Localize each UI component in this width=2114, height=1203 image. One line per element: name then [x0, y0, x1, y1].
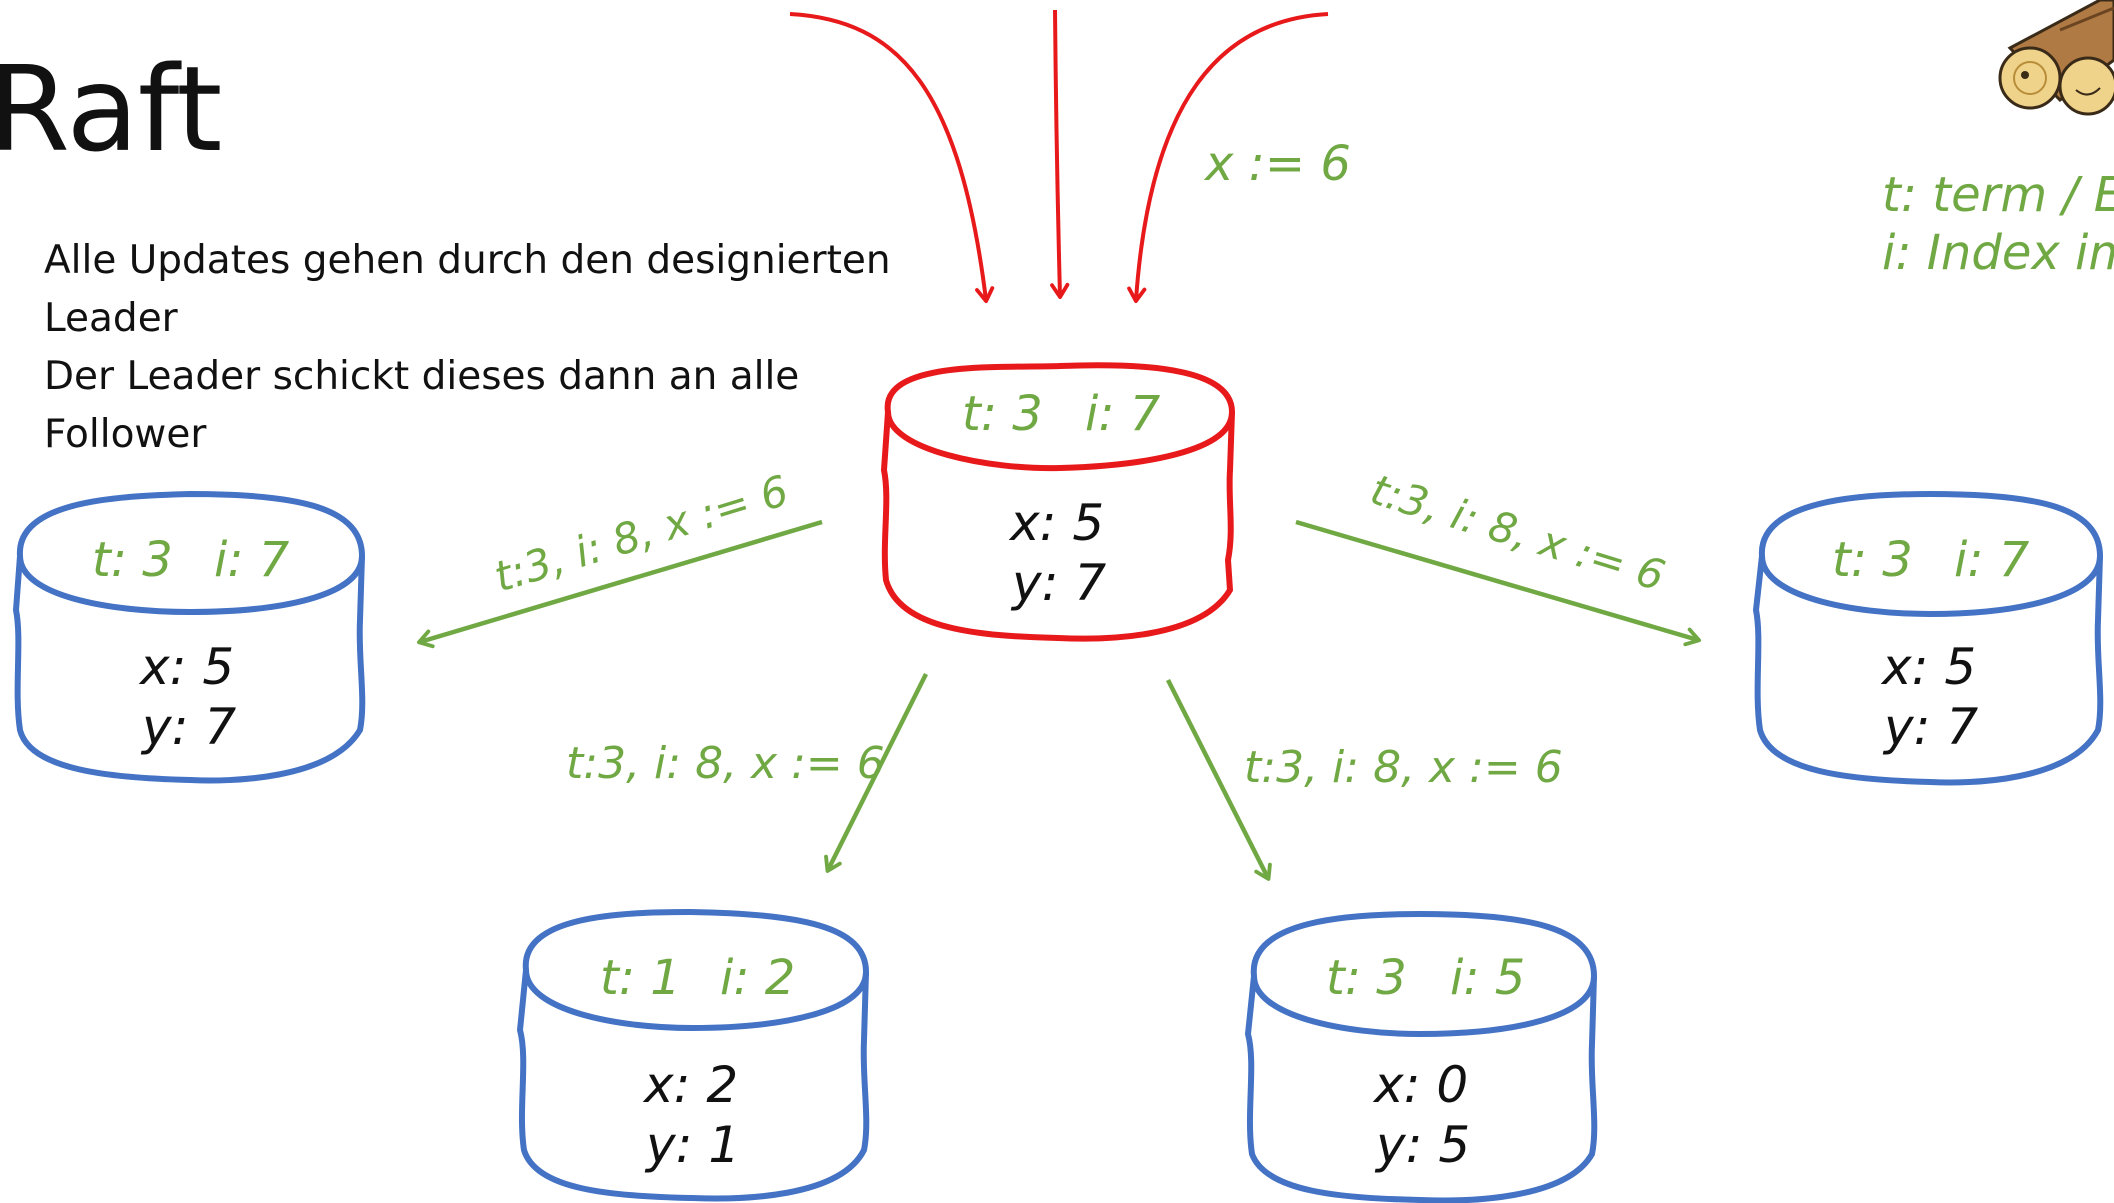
follower-right-index: i: 7	[1954, 532, 2030, 588]
follower-node-bottom-right: t: 3 i: 5 x: 0 y: 5	[1245, 911, 1598, 1203]
incoming-label: x := 6	[1203, 136, 1351, 192]
follower-bottom-left-y-value: y: 1	[644, 1116, 740, 1174]
leader-term: t: 3	[962, 386, 1043, 442]
follower-bottom-left-x-value: x: 2	[642, 1056, 738, 1114]
follower-left-index: i: 7	[214, 532, 290, 588]
slide-title: Raft	[0, 40, 222, 178]
follower-bottom-right-x-value: x: 0	[1372, 1056, 1468, 1114]
incoming-arrow-right	[1127, 12, 1329, 304]
incoming-arrow-left	[789, 12, 995, 304]
follower-node-right: t: 3 i: 7 x: 5 y: 7	[1753, 491, 2104, 786]
follower-right-x-value: x: 5	[1880, 638, 1976, 696]
arrow-to-right	[1295, 519, 1701, 647]
legend-index: i: Index im	[1882, 225, 2114, 281]
log-pile-icon	[1998, 0, 2114, 116]
follower-bottom-right-y-value: y: 5	[1374, 1116, 1470, 1174]
leader-y-value: y: 7	[1010, 554, 1106, 612]
bullet-line: Follower	[44, 412, 207, 457]
message-right: t:3, i: 8, x := 6	[1365, 465, 1670, 601]
bullet-line: Der Leader schickt dieses dann an alle	[44, 354, 800, 399]
follower-node-left: t: 3 i: 7 x: 5 y: 7	[13, 491, 366, 784]
arrow-to-bottom-left	[824, 672, 929, 873]
follower-right-y-value: y: 7	[1882, 698, 1978, 756]
bullet-line: Leader	[44, 296, 178, 341]
leader-index: i: 7	[1085, 386, 1161, 442]
follower-bottom-right-index: i: 5	[1450, 950, 1525, 1006]
message-left: t:3, i: 8, x := 6	[489, 466, 794, 602]
follower-left-x-value: x: 5	[138, 638, 234, 696]
follower-left-y-value: y: 7	[140, 698, 236, 756]
message-bottom-right: t:3, i: 8, x := 6	[1244, 742, 1563, 793]
legend-term: t: term / E	[1882, 167, 2114, 223]
follower-bottom-left-term: t: 1	[600, 950, 681, 1006]
message-bottom-left: t:3, i: 8, x := 6	[566, 738, 885, 789]
follower-bottom-right-term: t: 3	[1326, 950, 1407, 1006]
leader-node: t: 3 i: 7 x: 5 y: 7	[881, 362, 1235, 642]
follower-right-term: t: 3	[1832, 532, 1913, 588]
bullet-line: Alle Updates gehen durch den designierte…	[44, 238, 891, 283]
legend: t: term / E i: Index im	[1882, 166, 2114, 282]
arrow-to-left	[417, 519, 823, 649]
follower-left-term: t: 3	[92, 532, 173, 588]
leader-x-value: x: 5	[1008, 494, 1104, 552]
incoming-arrow-center	[1050, 9, 1070, 300]
arrow-to-bottom-right	[1165, 678, 1272, 881]
follower-bottom-left-index: i: 2	[720, 950, 795, 1006]
bullet-text: Alle Updates gehen durch den designierte…	[44, 232, 904, 464]
follower-node-bottom-left: t: 1 i: 2 x: 2 y: 1	[517, 909, 870, 1202]
